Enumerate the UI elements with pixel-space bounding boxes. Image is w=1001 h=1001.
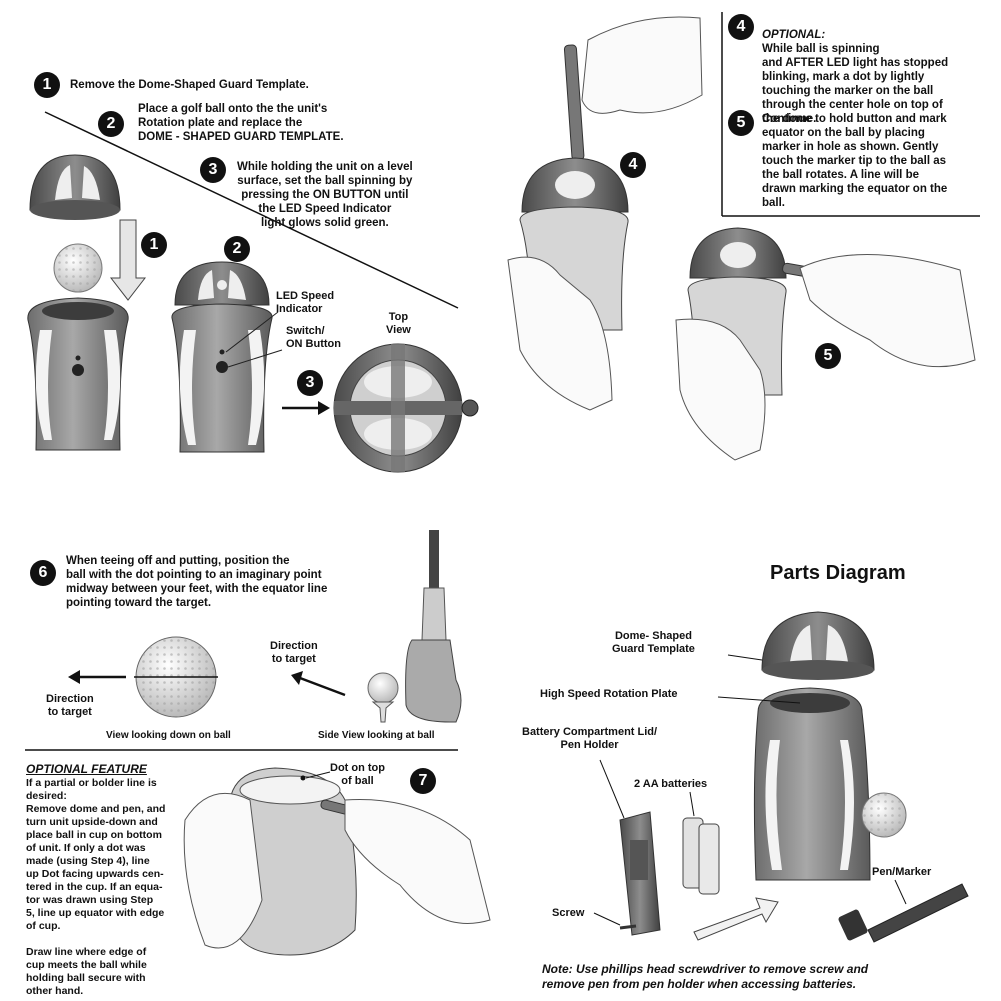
step-4-body: While ball is spinning and AFTER LED lig… (762, 43, 949, 125)
step-6-number: 6 (30, 560, 56, 586)
direction-to-target-left-label: Direction to target (46, 693, 94, 718)
view-looking-down-label: View looking down on ball (106, 730, 231, 741)
hand-pen-drawing-4 (563, 16, 703, 161)
step-4-optional-lead: OPTIONAL: (762, 29, 826, 41)
parts-dome-drawing (761, 611, 875, 680)
tee-ball-drawing (367, 672, 399, 723)
unit-drawing-2 (171, 261, 273, 453)
parts-dome-label: Dome- Shaped Guard Template (612, 630, 695, 655)
dome-template-drawing (29, 154, 121, 220)
step-4-number: 4 (728, 14, 754, 40)
optional-feature-title: OPTIONAL FEATURE (26, 762, 147, 776)
diagonal-divider (44, 111, 459, 309)
step-2-number: 2 (98, 111, 124, 137)
dot-on-top-label: Dot on top of ball (330, 762, 385, 787)
parts-batteries-label: 2 AA batteries (634, 778, 708, 790)
parts-pen-label: Pen/Marker (872, 866, 932, 878)
side-view-label: Side View looking at ball (318, 730, 435, 741)
club-drawing (405, 530, 462, 723)
unit-drawing-4 (507, 157, 629, 411)
step-7-number: 7 (410, 768, 436, 794)
parts-batteries-drawing (682, 817, 720, 895)
parts-battery-lid-label: Battery Compartment Lid/ Pen Holder (522, 726, 658, 751)
parts-screw-drawing (593, 912, 637, 930)
step-1-text: Remove the Dome-Shaped Guard Template. (70, 79, 309, 91)
hand-pen-drawing-5 (782, 254, 976, 368)
parts-screw-label: Screw (552, 907, 585, 919)
parts-pen-drawing (838, 883, 969, 943)
step-3-number: 3 (200, 157, 226, 183)
figure-2-number: 2 (224, 236, 250, 262)
ball-top-view-drawing (134, 636, 218, 718)
step-3-text: While holding the unit on a level surfac… (237, 161, 413, 229)
top-view-label: Top View (386, 311, 411, 336)
unit-drawing-1 (27, 297, 129, 451)
step-2-text: Place a golf ball onto the the unit's Ro… (138, 103, 344, 143)
step-1-number: 1 (34, 72, 60, 98)
step-4-text: OPTIONAL: While ball is spinning and AFT… (762, 14, 948, 126)
figure-4-number: 4 (620, 152, 646, 178)
top-view-drawing (333, 343, 479, 473)
step-5-text: Continue to hold button and mark equator… (762, 113, 948, 209)
optional-feature-drawing (183, 767, 491, 956)
unit-drawing-5 (675, 227, 787, 461)
switch-on-button-label: Switch/ ON Button (286, 325, 341, 350)
diagonal-arrow-direction (299, 676, 346, 697)
parts-battery-lid-drawing (619, 811, 661, 936)
direction-to-target-mid-label: Direction to target (270, 640, 318, 665)
led-speed-indicator-label: LED Speed Indicator (276, 290, 335, 315)
parts-rotation-plate-label: High Speed Rotation Plate (540, 688, 678, 700)
parts-insert-arrow (693, 897, 779, 941)
down-arrow (109, 219, 147, 301)
parts-note: Note: Use phillips head screwdriver to r… (542, 962, 869, 991)
figure-5-number: 5 (815, 343, 841, 369)
figure-1-number: 1 (141, 232, 167, 258)
optional-feature-text: If a partial or bolder line is desired: … (26, 777, 166, 997)
figure-3-number: 3 (297, 370, 323, 396)
step-6-text: When teeing off and putting, position th… (66, 555, 328, 609)
step-5-number: 5 (728, 110, 754, 136)
parts-unit-drawing (753, 687, 907, 881)
parts-diagram-title: Parts Diagram (770, 562, 906, 584)
